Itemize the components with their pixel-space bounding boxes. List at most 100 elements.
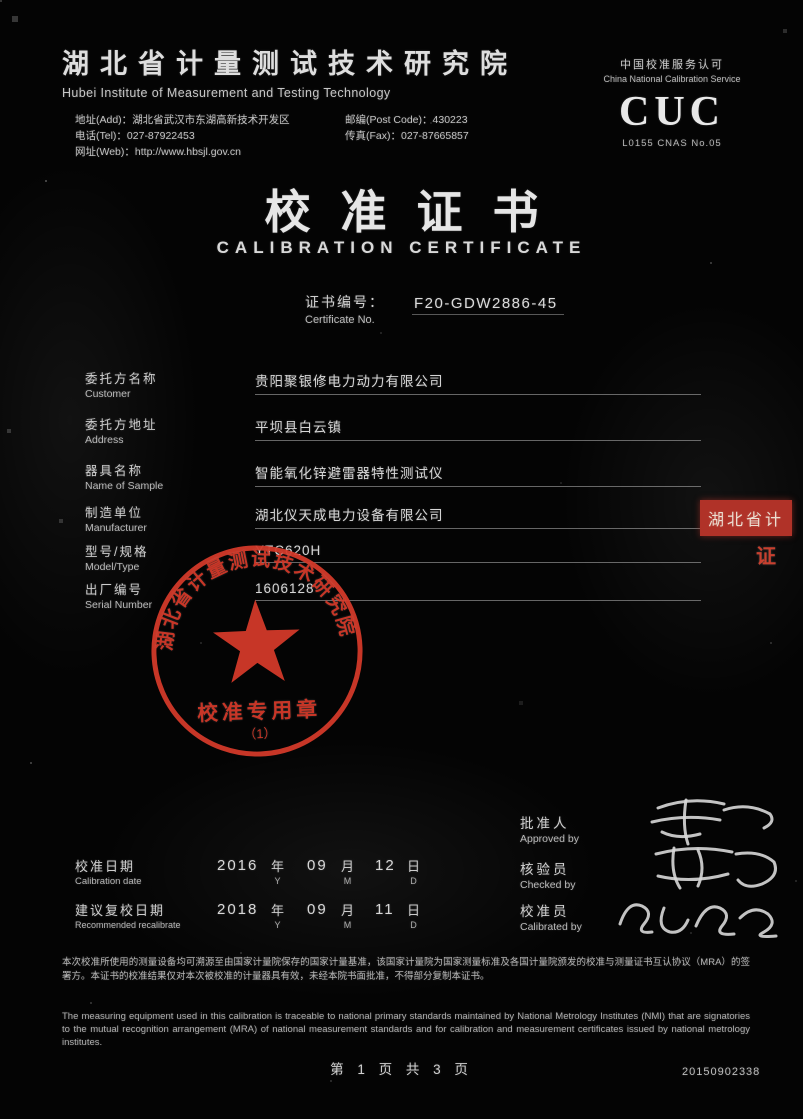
- recal-day: 11: [375, 901, 395, 918]
- recal-year: 2018: [217, 901, 259, 918]
- field-row-address: 委托方地址 Address 平坝县白云镇: [85, 414, 710, 446]
- field-value: 贵阳聚银修电力动力有限公司: [255, 370, 701, 395]
- field-label-cn: 委托方地址: [85, 418, 158, 432]
- field-label-cn: 器具名称: [85, 464, 144, 478]
- field-label-en: Serial Number: [85, 599, 153, 611]
- field-value: 湖北仪天成电力设备有限公司: [255, 504, 701, 529]
- certificate-no-label-cn: 证书编号：: [305, 294, 385, 310]
- postcode-label: 邮编(Post Code)：: [345, 114, 433, 126]
- certificate-title-en: CALIBRATION CERTIFICATE: [216, 238, 587, 257]
- unit-month-en: M: [343, 876, 352, 886]
- field-value: 1606128: [255, 581, 701, 601]
- traceability-statement-en: The measuring equipment used in this cal…: [62, 1011, 750, 1048]
- accreditation-block: 中国校准服务认可 China National Calibration Serv…: [548, 56, 796, 149]
- calibration-month: 09: [307, 857, 328, 874]
- unit-month-en: M: [343, 920, 352, 930]
- checked-by-label: 核验员 Checked by: [520, 858, 575, 891]
- cuc-logo-subtext: L0155 CNAS No.05: [622, 138, 722, 149]
- contact-line-1: 地址(Add)：湖北省武汉市东湖高新技术开发区 邮编(Post Code)：43…: [75, 112, 555, 128]
- calibration-date-label-en: Calibration date: [75, 876, 142, 887]
- side-seal-text: 湖北省计: [700, 500, 792, 536]
- institute-name-en: Hubei Institute of Measurement and Testi…: [62, 86, 391, 100]
- approved-by-label: 批准人 Approved by: [520, 812, 579, 845]
- stamp-star-icon: [213, 599, 300, 683]
- unit-year-cn: 年: [271, 859, 285, 874]
- recal-date-label-cn: 建议复校日期: [75, 903, 166, 918]
- field-label-en: Model/Type: [85, 561, 140, 573]
- unit-month-cn: 月: [341, 859, 355, 874]
- field-label-en: Manufacturer: [85, 522, 147, 534]
- certificate-no-label-en: Certificate No.: [305, 314, 375, 326]
- field-row-sample-name: 器具名称 Name of Sample 智能氧化锌避雷器特性测试仪: [85, 460, 710, 492]
- unit-day-en: D: [410, 920, 417, 930]
- unit-year-en: Y: [274, 920, 281, 930]
- fax-value: 027-87665857: [401, 130, 469, 142]
- field-label-en: Address: [85, 434, 124, 446]
- unit-year-cn: 年: [271, 903, 285, 918]
- field-value: 智能氧化锌避雷器特性测试仪: [255, 462, 701, 487]
- round-calibration-stamp: 湖北省计量测试技术研究院 校准专用章 （1）: [151, 545, 363, 757]
- calibrated-by-label: 校准员 Calibrated by: [520, 900, 582, 933]
- address-value: 湖北省武汉市东湖高新技术开发区: [132, 114, 290, 126]
- unit-month-cn: 月: [341, 903, 355, 918]
- checked-label-cn: 核验员: [520, 862, 570, 877]
- scan-noise: [0, 0, 2, 2]
- recal-date-label-en: Recommended recalibrate: [75, 920, 181, 930]
- institute-name-cn: 湖北省计量测试技术研究院: [62, 49, 518, 79]
- contact-line-3: 网址(Web)：http://www.hbsjl.gov.cn: [75, 144, 555, 160]
- checked-label-en: Checked by: [520, 879, 576, 891]
- field-label-en: Customer: [85, 388, 131, 400]
- calibration-year: 2016: [217, 857, 259, 874]
- fax-label: 传真(Fax)：: [345, 130, 401, 142]
- field-label-cn: 出厂编号: [85, 583, 144, 597]
- approved-label-cn: 批准人: [520, 816, 570, 831]
- calibration-day: 12: [375, 857, 396, 874]
- accreditation-en: China National Calibration Service: [603, 74, 741, 84]
- cuc-logo: CUC: [619, 89, 725, 135]
- unit-day-cn: 日: [407, 859, 421, 874]
- unit-day-cn: 日: [407, 903, 421, 918]
- recal-month: 09: [307, 901, 328, 918]
- calibrated-label-cn: 校准员: [520, 904, 570, 919]
- calibrated-label-en: Calibrated by: [520, 921, 582, 933]
- certificate-no-label: 证书编号： Certificate No.: [305, 292, 385, 326]
- field-label-cn: 型号/规格: [85, 545, 149, 559]
- traceability-statement-cn: 本次校准所使用的测量设备均可溯源至由国家计量院保存的国家计量基准，该国家计量院为…: [62, 957, 750, 982]
- accreditation-cn: 中国校准服务认可: [620, 59, 724, 71]
- field-label-cn: 委托方名称: [85, 372, 158, 386]
- field-row-customer: 委托方名称 Customer 贵阳聚银修电力动力有限公司: [85, 368, 710, 400]
- contact-block: 地址(Add)：湖北省武汉市东湖高新技术开发区 邮编(Post Code)：43…: [75, 112, 555, 160]
- address-label: 地址(Add)：: [75, 114, 133, 126]
- stamp-ring: [151, 545, 363, 757]
- field-label-cn: 制造单位: [85, 506, 144, 520]
- side-red-seal: 湖北省计 证: [700, 500, 792, 569]
- calibrated-signature: [618, 903, 778, 938]
- web-label: 网址(Web)：: [75, 146, 135, 158]
- web-value: http://www.hbsjl.gov.cn: [134, 146, 241, 158]
- tel-label: 电话(Tel)：: [75, 130, 127, 142]
- approved-signature: [650, 798, 777, 890]
- stamp-sub-text: （1）: [243, 726, 276, 742]
- certificate-no-value: F20-GDW2886-45: [412, 295, 564, 315]
- contact-line-2: 电话(Tel)：027-87922453 传真(Fax)：027-8766585…: [75, 128, 555, 144]
- unit-year-en: Y: [274, 876, 281, 886]
- field-row-serial: 出厂编号 Serial Number 1606128: [85, 579, 710, 611]
- page-number: 第 1 页 共 3 页: [330, 1062, 473, 1077]
- field-label-en: Name of Sample: [85, 480, 164, 492]
- field-value: 平坝县白云镇: [255, 416, 701, 441]
- certificate-title-cn: 校准证书: [264, 186, 569, 238]
- field-row-manufacturer: 制造单位 Manufacturer 湖北仪天成电力设备有限公司: [85, 502, 710, 534]
- approved-label-en: Approved by: [520, 833, 579, 845]
- tel-value: 027-87922453: [126, 130, 195, 142]
- unit-day-en: D: [410, 876, 417, 886]
- calibration-date-label-cn: 校准日期: [75, 859, 136, 874]
